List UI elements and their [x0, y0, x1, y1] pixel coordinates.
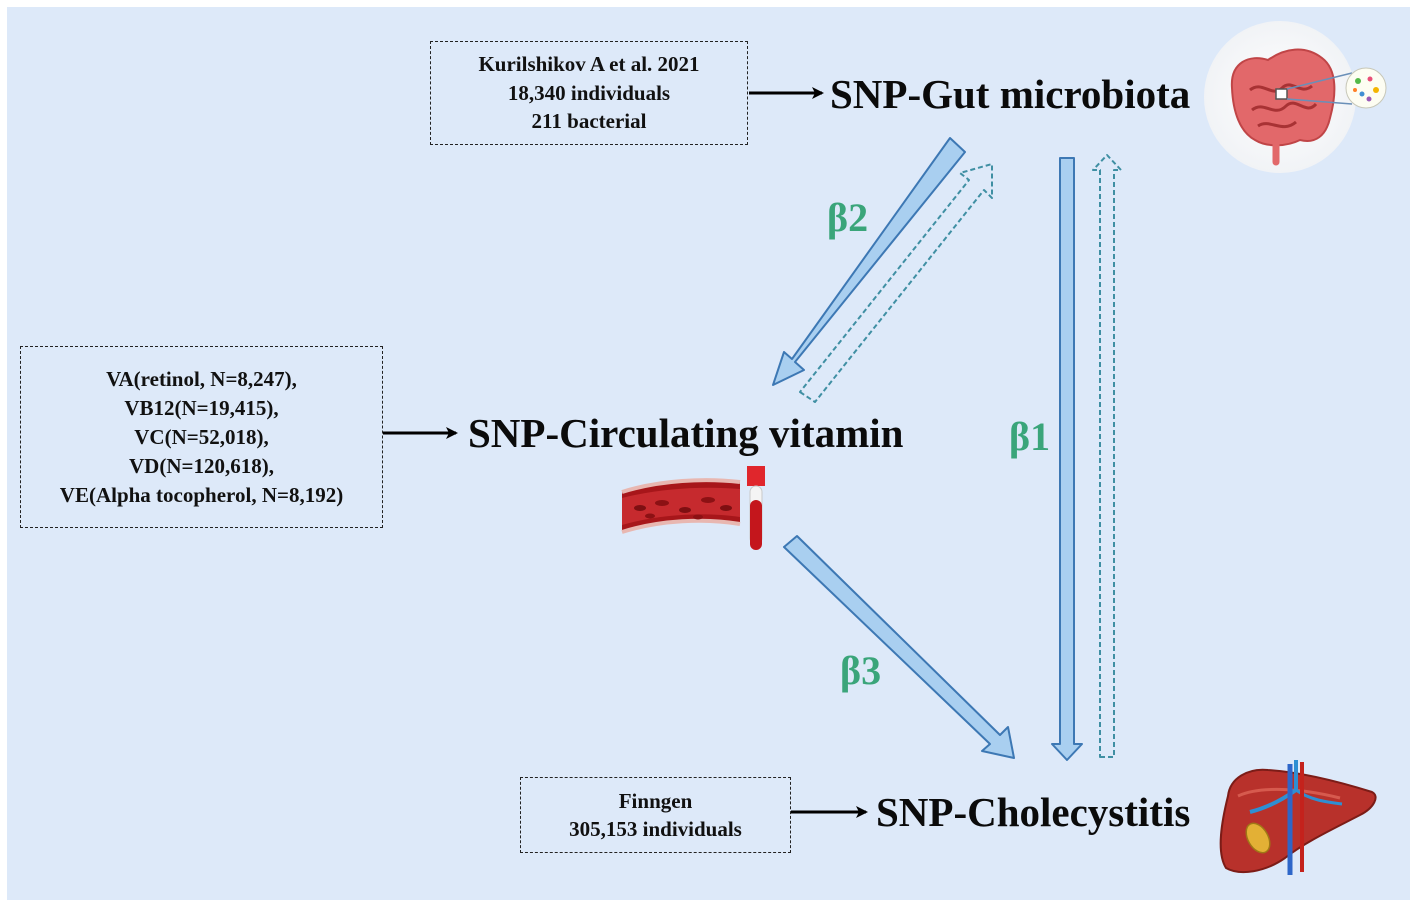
source-vitamin-line-4: VD(N=120,618), — [129, 453, 274, 478]
beta2-label: β2 — [827, 195, 869, 240]
source-box-gut: Kurilshikov A et al. 2021 18,340 individ… — [430, 41, 748, 145]
beta2-arrow — [772, 137, 966, 386]
beta1-reverse-dashed-arrow — [1092, 154, 1122, 758]
source-vitamin-line-3: VC(N=52,018), — [134, 424, 269, 449]
source-cholecystitis-line-1: Finngen — [618, 788, 693, 813]
source-cholecystitis-line-2: 305,153 individuals — [569, 817, 742, 841]
blood-vessel-icon — [621, 478, 741, 534]
blood-tube-icon — [747, 466, 765, 550]
beta1-label: β1 — [1009, 414, 1051, 459]
source-gut-line-2: 18,340 individuals — [507, 80, 671, 105]
beta3-label: β3 — [840, 648, 882, 693]
source-gut-line-3: 211 bacterial — [531, 109, 647, 134]
node-gut-microbiota: SNP-Gut microbiota — [830, 71, 1191, 117]
liver-icon — [1219, 760, 1377, 875]
intestine-icon — [1204, 21, 1387, 173]
source-gut-line-1: Kurilshikov A et al. 2021 — [478, 52, 700, 77]
node-circulating-vitamin: SNP-Circulating vitamin — [468, 410, 904, 456]
source-box-cholecystitis: Finngen 305,153 individuals — [520, 777, 791, 853]
diagram-background — [7, 7, 1410, 900]
node-cholecystitis: SNP-Cholecystitis — [876, 789, 1191, 835]
beta2-reverse-dashed-arrow — [799, 163, 993, 403]
source-box-vitamin: VA(retinol, N=8,247), VB12(N=19,415), VC… — [20, 346, 383, 528]
source-vitamin-line-2: VB12(N=19,415), — [124, 395, 279, 420]
source-vitamin-line-5: VE(Alpha tocopherol, N=8,192) — [59, 482, 344, 507]
beta1-arrow — [1051, 157, 1083, 761]
beta3-arrow — [783, 535, 1015, 759]
source-vitamin-line-1: VA(retinol, N=8,247), — [106, 366, 297, 391]
